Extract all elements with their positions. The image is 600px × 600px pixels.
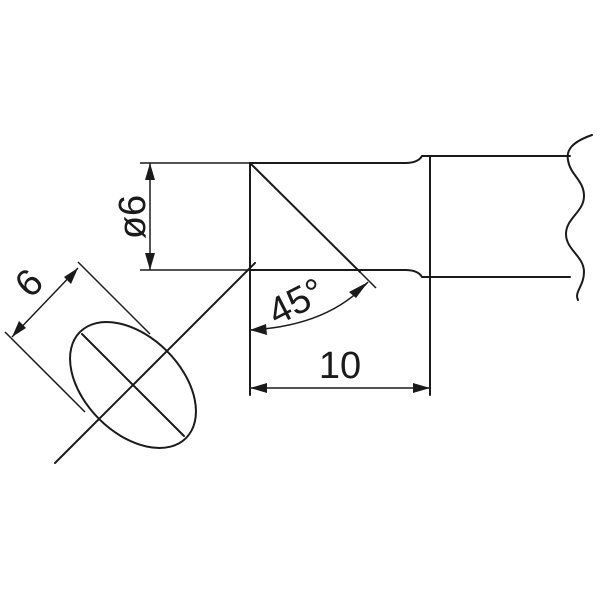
width-label: 6 — [7, 261, 52, 306]
arrowhead-icon — [349, 282, 368, 298]
bevel-face-bottom-edge — [249, 269, 431, 278]
tip-outline — [249, 134, 593, 396]
arrowhead-right-icon — [413, 383, 430, 393]
diameter-dimension: ø6 — [112, 162, 250, 271]
arrowhead-icon — [250, 324, 267, 335]
length-dimension: 10 — [250, 345, 430, 393]
angle-dimension: 45° — [249, 271, 377, 335]
arrowhead-up-icon — [145, 163, 155, 180]
angle-extension-line — [359, 271, 377, 289]
section-axis-cross — [81, 333, 185, 437]
angle-label: 45° — [261, 271, 331, 335]
extension-line-lower — [4, 331, 86, 413]
oval-face-outline — [69, 321, 197, 449]
length-label: 10 — [319, 345, 361, 387]
arrowhead-icon — [64, 268, 78, 284]
arrowhead-down-icon — [145, 253, 155, 270]
diameter-label: ø6 — [112, 195, 154, 239]
shank-break-line — [565, 134, 593, 301]
oval-face-section-view — [54, 262, 256, 464]
bevel-face-top-edge — [249, 155, 431, 164]
extension-line-upper — [77, 261, 151, 335]
bevel-diagonal — [249, 162, 361, 273]
arrowhead-left-icon — [250, 383, 267, 393]
arrowhead-icon — [12, 321, 26, 337]
section-axis-long — [54, 262, 256, 464]
